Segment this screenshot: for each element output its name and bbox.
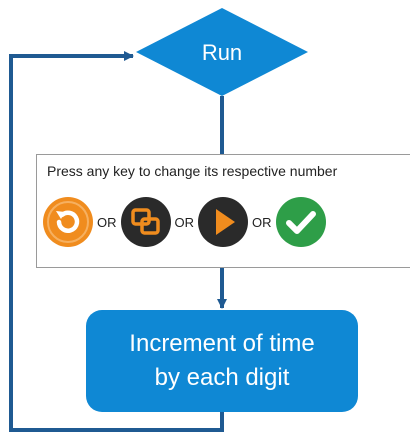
run-decision-diamond[interactable] bbox=[136, 8, 308, 96]
increment-process-box[interactable]: Increment of time by each digit bbox=[86, 310, 358, 412]
instruction-panel: Press any key to change its respective n… bbox=[36, 154, 410, 268]
restart-icon[interactable] bbox=[43, 197, 93, 247]
play-icon[interactable] bbox=[198, 197, 248, 247]
check-icon[interactable] bbox=[275, 197, 326, 247]
or-separator: OR bbox=[97, 214, 117, 230]
increment-text-line-2: by each digit bbox=[154, 364, 290, 391]
instruction-text: Press any key to change its respective n… bbox=[47, 163, 338, 179]
run-label: Run bbox=[202, 40, 242, 65]
increment-text-line-1: Increment of time bbox=[129, 330, 315, 357]
copy-icon[interactable] bbox=[120, 197, 171, 247]
loop-back-arrow bbox=[9, 51, 224, 432]
or-separator: OR bbox=[174, 214, 195, 230]
or-separator: OR bbox=[252, 214, 272, 230]
options-row: OR OR OR bbox=[43, 195, 326, 249]
